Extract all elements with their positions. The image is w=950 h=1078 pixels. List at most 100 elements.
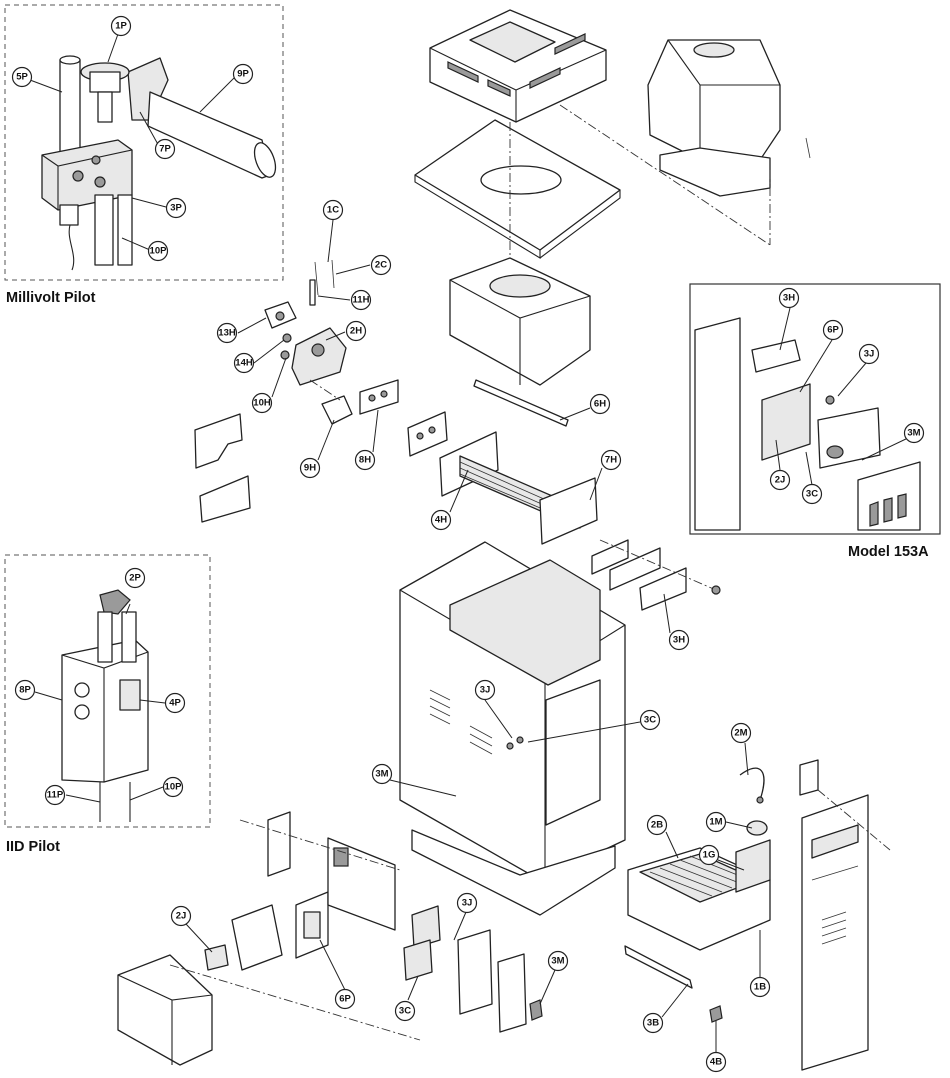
label-millivolt-pilot: Millivolt Pilot: [6, 290, 96, 306]
callout-label: 9H: [304, 463, 316, 474]
callout-label: 7P: [159, 144, 171, 155]
callout-label: 1G: [703, 850, 716, 861]
callout-3M-153a: 3M: [903, 422, 925, 444]
callout-label: 6H: [594, 399, 606, 410]
callout-10P: 10P: [147, 240, 169, 262]
flue-collector: [449, 257, 591, 427]
callout-2J-153a: 2J: [769, 469, 791, 491]
callout-label: 4B: [710, 1057, 722, 1068]
callout-label: 3P: [170, 203, 182, 214]
callout-label: 11P: [47, 790, 64, 801]
top-cover: [429, 9, 607, 123]
cover-plates-left: [194, 413, 251, 523]
callout-label: 8P: [19, 685, 31, 696]
callout-2C: 2C: [370, 254, 392, 276]
callout-label: 4P: [169, 698, 181, 709]
callout-label: 10P: [165, 782, 183, 793]
callout-1C: 1C: [322, 199, 344, 221]
callout-3J: 3J: [474, 679, 496, 701]
callout-label: 6P: [339, 994, 351, 1005]
callout-14H: 14H: [233, 352, 255, 374]
callout-3M-bottom: 3M: [547, 950, 569, 972]
callout-9H: 9H: [299, 457, 321, 479]
callout-leaders: [34, 219, 909, 1052]
callout-label: 3J: [462, 898, 473, 909]
millivolt-pilot-inset: [4, 4, 284, 281]
callout-3C: 3C: [639, 709, 661, 731]
callout-label: 3M: [551, 956, 564, 967]
callout-3C-153a: 3C: [801, 483, 823, 505]
callout-label: 7H: [605, 455, 617, 466]
callout-4B: 4B: [705, 1051, 727, 1073]
callout-label: 3B: [647, 1018, 659, 1029]
callout-label: 2H: [350, 326, 362, 337]
callout-label: 1B: [754, 982, 766, 993]
callout-label: 9P: [237, 69, 249, 80]
callout-4P: 4P: [164, 692, 186, 714]
heat-exchanger: [407, 411, 721, 611]
callout-3H-153a: 3H: [778, 287, 800, 309]
callout-11H: 11H: [350, 289, 372, 311]
callout-1G: 1G: [698, 844, 720, 866]
callout-2H: 2H: [345, 320, 367, 342]
callout-10P-iid: 10P: [162, 776, 184, 798]
callout-6H: 6H: [589, 393, 611, 415]
callout-label: 11H: [353, 295, 370, 306]
callout-label: 2C: [375, 260, 387, 271]
callout-label: 1M: [709, 817, 722, 828]
label-iid-pilot: IID Pilot: [6, 839, 60, 855]
callout-1P: 1P: [110, 15, 132, 37]
callout-label: 3M: [907, 428, 920, 439]
callout-label: 10P: [150, 246, 168, 257]
callout-6P-153a: 6P: [822, 319, 844, 341]
callout-5P: 5P: [11, 66, 33, 88]
callout-label: 3H: [673, 635, 685, 646]
callout-label: 1C: [327, 205, 339, 216]
callout-2M: 2M: [730, 722, 752, 744]
callout-1B: 1B: [749, 976, 771, 998]
callout-3J-bottom: 3J: [456, 892, 478, 914]
callout-label: 3H: [783, 293, 795, 304]
main-cabinet: [399, 541, 626, 916]
callout-label: 2M: [734, 728, 747, 739]
callout-label: 2J: [176, 911, 187, 922]
callout-3H: 3H: [668, 629, 690, 651]
callout-9P: 9P: [232, 63, 254, 85]
callout-label: 3C: [399, 1006, 411, 1017]
callout-4H: 4H: [430, 509, 452, 531]
callout-3P: 3P: [165, 197, 187, 219]
callout-2P: 2P: [124, 567, 146, 589]
callout-label: 10H: [253, 398, 271, 409]
pilot-assembly-parts: [264, 259, 399, 425]
callout-2J: 2J: [170, 905, 192, 927]
callout-label: 3C: [806, 489, 818, 500]
iid-pilot-inset: [4, 554, 211, 828]
top-plate: [414, 104, 771, 270]
callout-7P: 7P: [154, 138, 176, 160]
callout-label: 14H: [235, 358, 253, 369]
callout-label: 6P: [827, 325, 839, 336]
callout-label: 3M: [375, 769, 388, 780]
callout-7H: 7H: [600, 449, 622, 471]
callout-label: 3J: [480, 685, 491, 696]
callout-11P: 11P: [44, 784, 66, 806]
callout-8H: 8H: [354, 449, 376, 471]
callout-label: 1P: [115, 21, 127, 32]
callout-6P: 6P: [334, 988, 356, 1010]
callout-3B: 3B: [642, 1012, 664, 1034]
front-door: [799, 759, 891, 1071]
callout-label: 13H: [218, 328, 236, 339]
millivolt-pilot-callouts: [29, 33, 235, 251]
callout-label: 5P: [16, 72, 28, 83]
callout-label: 3C: [644, 715, 656, 726]
callout-1M: 1M: [705, 811, 727, 833]
label-model-153a: Model 153A: [848, 544, 929, 560]
gas-valve-burner: [624, 767, 771, 1023]
callout-3C-bottom: 3C: [394, 1000, 416, 1022]
callout-13H: 13H: [216, 322, 238, 344]
callout-label: 3J: [864, 349, 875, 360]
callout-10H: 10H: [251, 392, 273, 414]
control-box-group: [117, 811, 543, 1066]
callout-3M: 3M: [371, 763, 393, 785]
